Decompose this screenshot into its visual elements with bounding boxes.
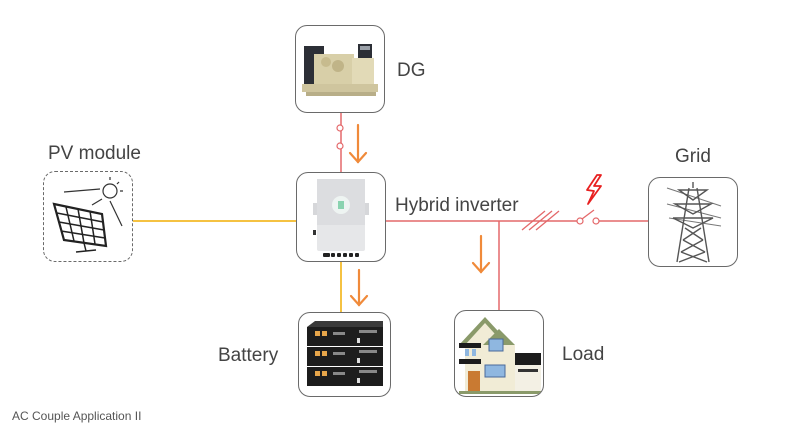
solar-panel-icon	[52, 177, 123, 253]
grid-label: Grid	[675, 146, 711, 167]
inverter-box	[296, 172, 386, 262]
grid-box	[648, 177, 738, 267]
lightning-fault-icon	[586, 174, 602, 205]
battery-rack-icon	[307, 321, 383, 386]
battery-box	[298, 312, 391, 397]
grid-switch-blade	[581, 209, 595, 220]
diesel-generator-icon	[302, 44, 378, 96]
dg-box	[295, 25, 385, 113]
grid-switch-contact-right	[592, 217, 600, 225]
transmission-tower-icon	[666, 182, 722, 263]
figure-caption: AC Couple Application II	[12, 409, 142, 423]
battery-power-arrow-icon	[349, 268, 369, 307]
house-icon	[459, 317, 541, 394]
three-phase-marker-icon	[521, 210, 560, 231]
grid-switch-contact-left	[576, 217, 584, 225]
hybrid-inverter-icon	[313, 179, 369, 257]
pv-box	[43, 171, 133, 262]
dg-power-arrow-icon	[348, 123, 368, 164]
inverter-label: Hybrid inverter	[395, 195, 519, 216]
load-power-arrow-icon	[471, 234, 491, 274]
load-label: Load	[562, 344, 605, 365]
pv-label: PV module	[48, 143, 141, 164]
dg-label: DG	[397, 60, 426, 81]
load-box	[454, 310, 544, 397]
battery-label: Battery	[218, 345, 279, 366]
dg-switch-contact-bottom	[336, 142, 344, 150]
dg-switch-contact-top	[336, 124, 344, 132]
